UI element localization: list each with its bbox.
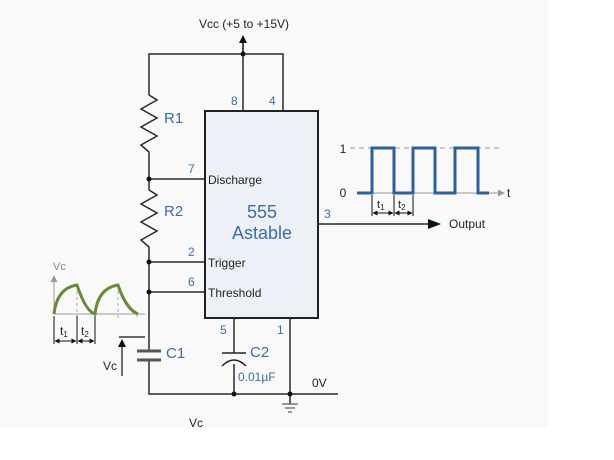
junction-dot: [240, 51, 246, 57]
output-waveform: 1 0 t t1 t2: [340, 142, 511, 216]
top-wire: [148, 53, 284, 111]
junction-dot: [146, 176, 152, 182]
pin-trigger-label: Trigger: [208, 256, 246, 270]
junction-dot: [146, 289, 152, 295]
junction-dot: [231, 391, 237, 397]
pin-1-number: 1: [277, 323, 284, 337]
ground-icon: [282, 403, 298, 413]
c2-label: C2: [250, 344, 269, 361]
square-wave: [357, 146, 489, 195]
vc-arrow-label: Vc: [103, 359, 117, 373]
pin-numbers: 8 4 7 2 6 3 5 1: [188, 94, 331, 337]
r2-resistor: [139, 189, 159, 350]
ic-subtitle: Astable: [232, 223, 292, 243]
junction-dot: [146, 259, 152, 265]
pin-5-number: 5: [220, 323, 227, 337]
junctions: [146, 51, 293, 397]
vc-axis-label: Vc: [53, 261, 66, 273]
ground-wire: [148, 361, 338, 395]
c1-capacitor: [137, 349, 161, 362]
ground-label: 0V: [312, 376, 327, 390]
vc-t2-label: t2: [81, 324, 89, 339]
high-level-label: 1: [340, 142, 347, 156]
c1-label: C1: [166, 345, 185, 362]
t2-label: t2: [398, 199, 406, 212]
vc-t1-label: t1: [60, 324, 68, 339]
pin-8-number: 8: [231, 94, 238, 108]
c2-capacitor: [221, 352, 247, 367]
r2-label: R2: [164, 203, 183, 220]
pin-6-number: 6: [188, 275, 195, 289]
charge-discharge-curve: [52, 283, 139, 316]
capacitor-waveform: Vc t1 t2: [50, 261, 145, 344]
wires: [139, 53, 430, 404]
low-level-label: 0: [340, 186, 347, 200]
junction-dot: [287, 391, 293, 397]
r1-label: R1: [164, 110, 183, 127]
t1-label: t1: [377, 199, 385, 212]
supply-label: Vcc (+5 to +15V): [199, 17, 289, 31]
pin-discharge-label: Discharge: [208, 173, 262, 187]
pin-4-number: 4: [269, 94, 276, 108]
pin-3-number: 3: [324, 207, 331, 221]
pin-threshold-label: Threshold: [208, 286, 261, 300]
pin-2-number: 2: [188, 245, 195, 259]
bottom-vc-label: Vc: [189, 416, 203, 430]
r1-resistor: [139, 94, 159, 190]
c2-value: 0.01µF: [238, 370, 276, 384]
output-arrow-icon: [428, 219, 441, 229]
time-axis-label: t: [507, 186, 511, 200]
pin-7-number: 7: [188, 162, 195, 176]
ic-555-box: [204, 110, 319, 319]
ic-title: 555: [247, 202, 277, 222]
output-label: Output: [449, 217, 486, 231]
